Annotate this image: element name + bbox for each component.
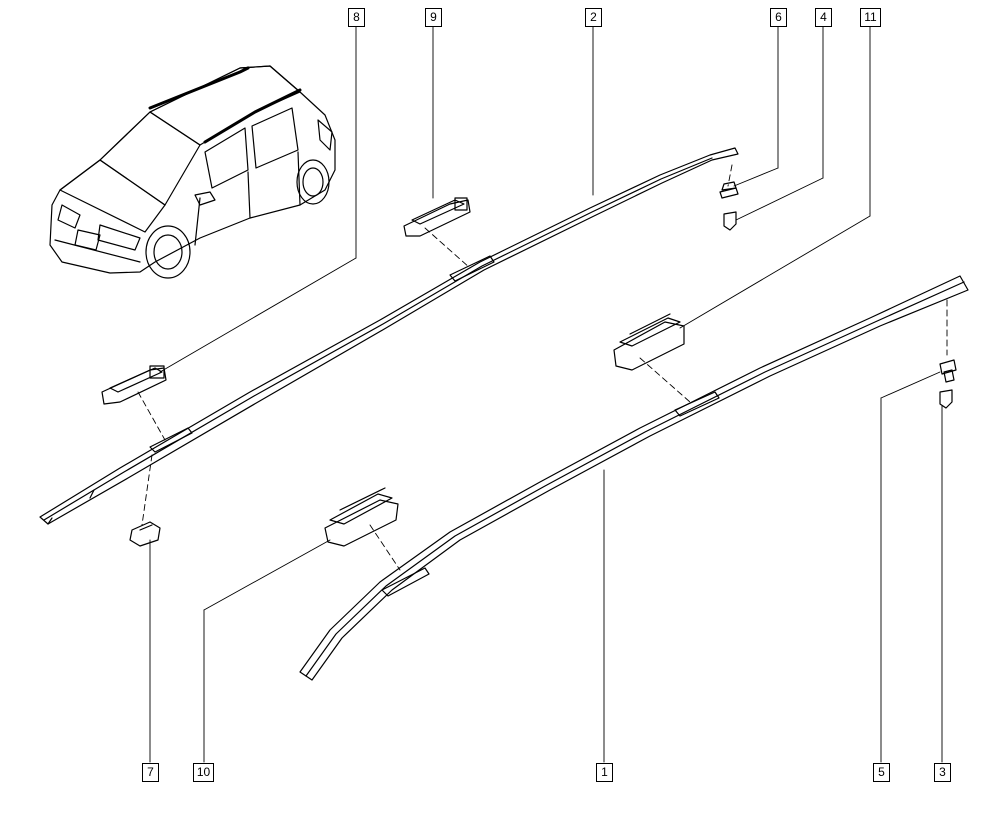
callout-4: 4 bbox=[815, 8, 832, 27]
callout-5: 5 bbox=[873, 763, 890, 782]
clip-part-8 bbox=[101, 365, 167, 405]
callout-7: 7 bbox=[142, 763, 159, 782]
alignment-dashes bbox=[137, 164, 948, 571]
rivet-part-4 bbox=[723, 211, 737, 231]
rivet-part-6 bbox=[719, 181, 739, 199]
rivet-part-3 bbox=[939, 389, 953, 409]
callout-11: 11 bbox=[860, 8, 881, 27]
callout-8: 8 bbox=[348, 8, 365, 27]
callout-3: 3 bbox=[934, 763, 951, 782]
clip-part-9 bbox=[403, 197, 471, 237]
callout-1: 1 bbox=[596, 763, 613, 782]
clip-part-11 bbox=[613, 313, 685, 371]
callout-2: 2 bbox=[585, 8, 602, 27]
callout-9: 9 bbox=[425, 8, 442, 27]
clip-part-10 bbox=[324, 487, 399, 547]
leader-lines bbox=[149, 26, 943, 763]
clip-part-7 bbox=[129, 521, 161, 547]
callout-6: 6 bbox=[770, 8, 787, 27]
roof-rail-left bbox=[39, 147, 739, 525]
rivet-part-5 bbox=[939, 359, 957, 383]
roof-rail-right bbox=[299, 275, 969, 681]
callout-10: 10 bbox=[193, 763, 214, 782]
car-illustration bbox=[49, 65, 336, 279]
